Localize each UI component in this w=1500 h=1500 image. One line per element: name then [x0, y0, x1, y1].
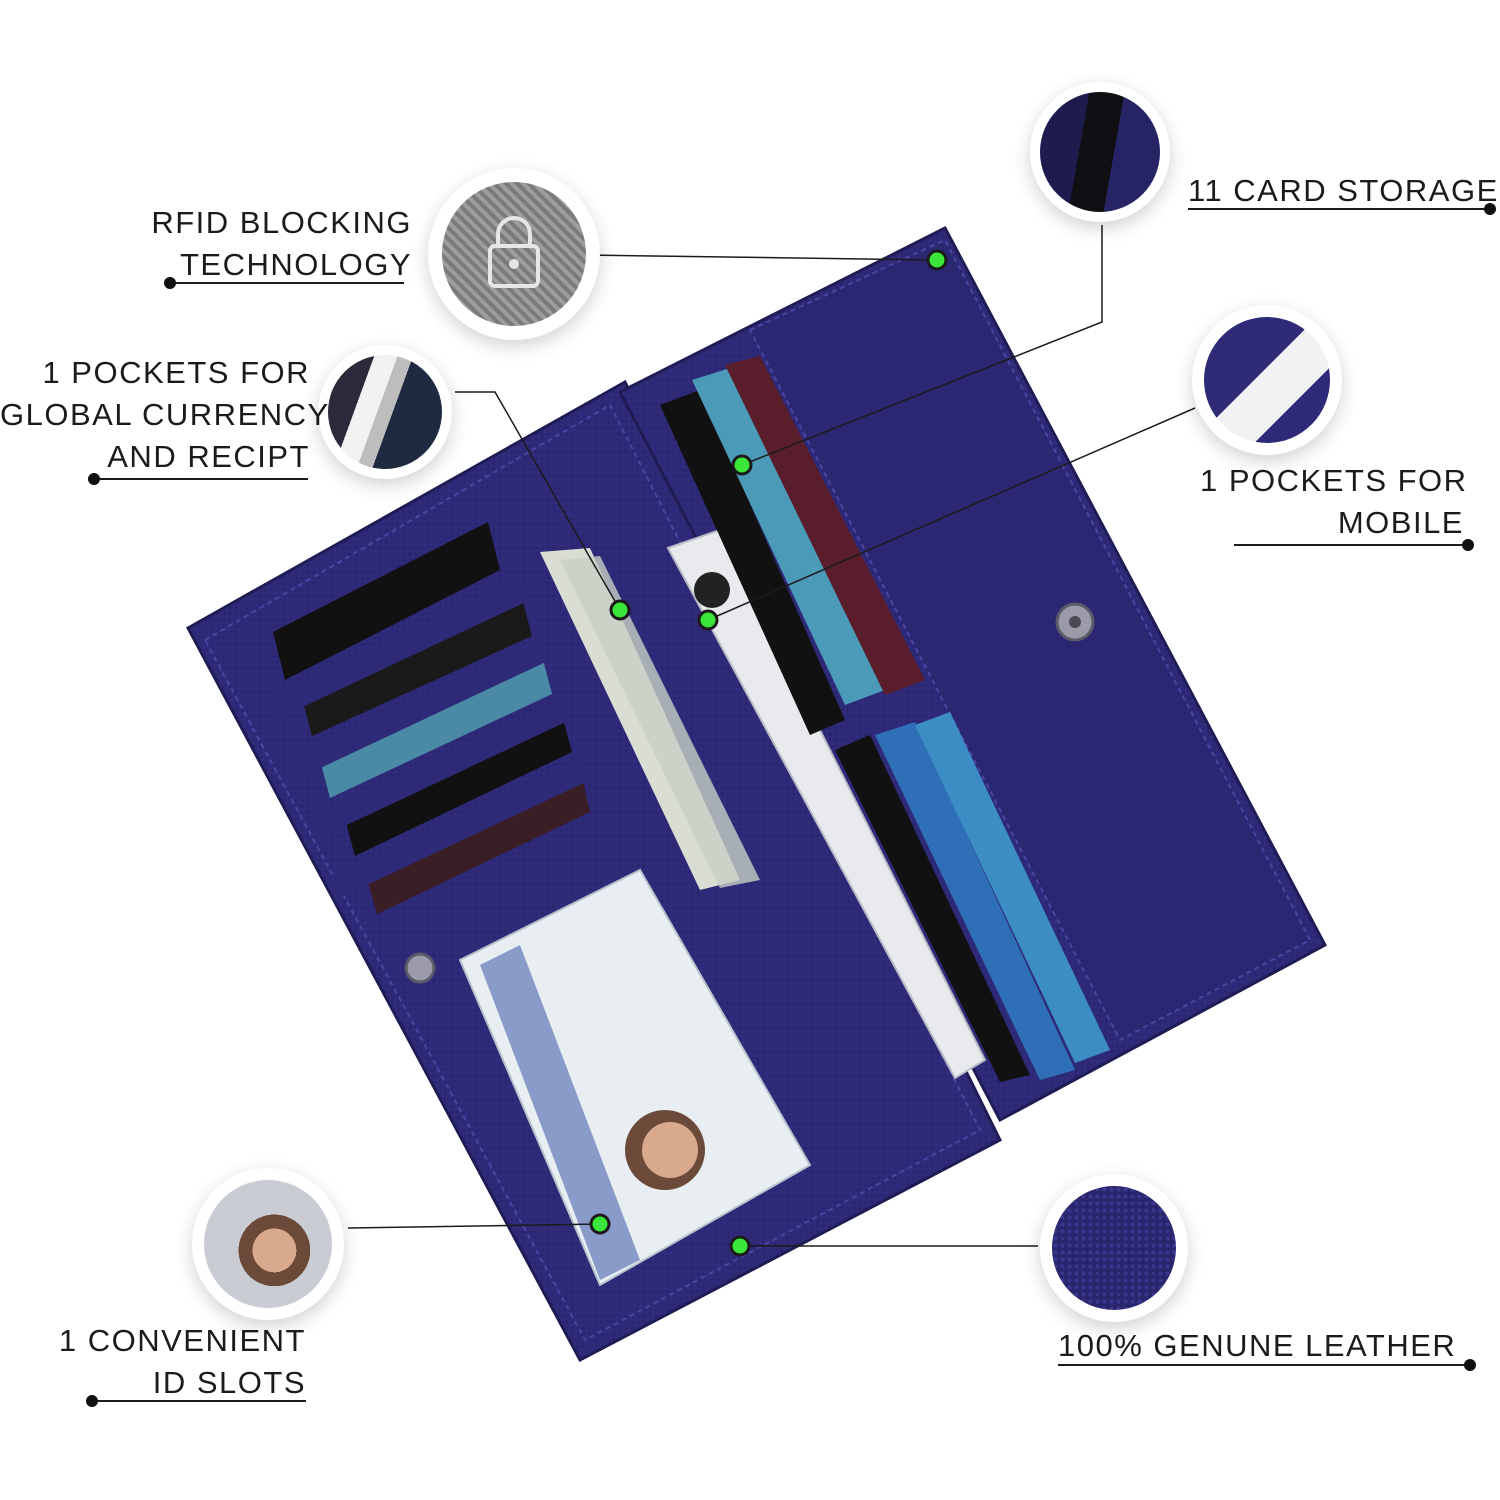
rfid-dot: [164, 277, 176, 289]
mobile-label-line-2: MOBILE: [1337, 505, 1464, 540]
leather-detail-bubble: [1040, 1174, 1188, 1322]
mobile-label: 1 POCKETS FOR MOBILE: [1200, 460, 1468, 544]
card-storage-label: 11 CARD STORAGE: [1188, 170, 1499, 212]
id-detail-bubble: [192, 1168, 344, 1320]
currency-dot: [88, 473, 100, 485]
wallet-left-panel: [185, 379, 1002, 1363]
id-slots-label: 1 CONVENIENT ID SLOTS: [50, 1320, 306, 1404]
mobile-underline: [1234, 544, 1466, 546]
mobile-label-line-1: 1 POCKETS FOR: [1200, 463, 1468, 498]
currency-label-line-1: 1 POCKETS FOR: [42, 355, 310, 390]
card-storage-underline: [1188, 208, 1488, 210]
currency-label: 1 POCKETS FOR GLOBAL CURRENCY AND RECIPT: [0, 352, 330, 478]
leather-label-line-1: 100% GENUNE LEATHER: [1058, 1328, 1457, 1363]
currency-label-line-3: AND RECIPT: [107, 439, 310, 474]
id-slots-label-line-2: ID SLOTS: [152, 1365, 306, 1400]
leader-lines: [347, 225, 1196, 1247]
rfid-label-line-2: TECHNOLOGY: [179, 247, 412, 282]
id-slots-label-line-1: 1 CONVENIENT: [58, 1323, 306, 1358]
rfid-label: RFID BLOCKING TECHNOLOGY: [150, 202, 412, 286]
mobile-dot: [1462, 539, 1474, 551]
id-snap-icon: [404, 952, 436, 984]
currency-underline: [96, 478, 308, 480]
currency-detail-bubble: [318, 345, 452, 479]
rfid-label-line-1: RFID BLOCKING: [151, 205, 412, 240]
card-storage-label-line-1: 11 CARD STORAGE: [1188, 173, 1499, 208]
card-slots-left: [265, 522, 590, 914]
leather-underline: [1058, 1364, 1470, 1366]
mobile-detail-bubble: [1192, 305, 1342, 455]
id-window: [404, 868, 812, 1287]
currency-label-line-2: GLOBAL CURRENCY: [0, 397, 330, 432]
card-storage-detail-bubble: [1030, 82, 1170, 222]
card-slots-right: [660, 356, 1110, 1082]
currency-notes: [540, 548, 760, 890]
lock-icon: [488, 216, 540, 288]
id-slots-dot: [86, 1395, 98, 1407]
phone: [666, 528, 987, 1080]
leather-dot: [1464, 1359, 1476, 1371]
rfid-underline: [172, 282, 404, 284]
rfid-detail-bubble: [428, 168, 600, 340]
card-storage-dot: [1484, 203, 1496, 215]
id-slots-underline: [94, 1400, 306, 1402]
leather-label: 100% GENUNE LEATHER: [1058, 1325, 1478, 1367]
callout-markers: [589, 249, 948, 1257]
